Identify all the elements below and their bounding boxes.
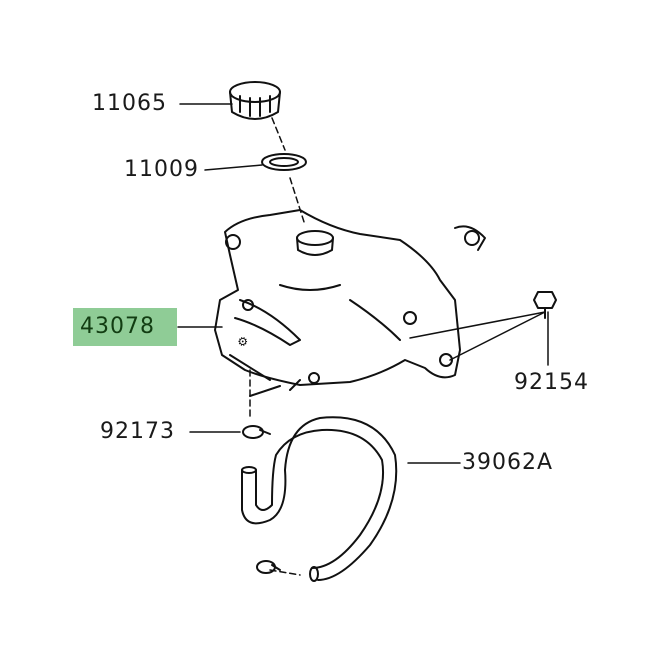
part-number-92173[interactable]: 92173 — [100, 419, 175, 444]
part-number-11065[interactable]: 11065 — [92, 91, 167, 116]
part-number-39062A[interactable]: 39062A — [462, 450, 554, 475]
part-number-43078[interactable]: 43078 — [80, 314, 155, 339]
tank-drawing: ⚙ — [214, 209, 486, 397]
clamp-drawing — [242, 425, 281, 574]
svg-text:⚙: ⚙ — [235, 333, 250, 350]
highlight-box — [73, 308, 177, 346]
cap-drawing — [229, 81, 281, 120]
part-number-92154[interactable]: 92154 — [514, 370, 589, 395]
gasket-drawing — [261, 153, 307, 171]
bolt-drawing — [533, 291, 557, 319]
part-number-11009[interactable]: 11009 — [124, 157, 199, 182]
leader-lines — [177, 103, 549, 576]
hose-drawing — [241, 416, 398, 582]
